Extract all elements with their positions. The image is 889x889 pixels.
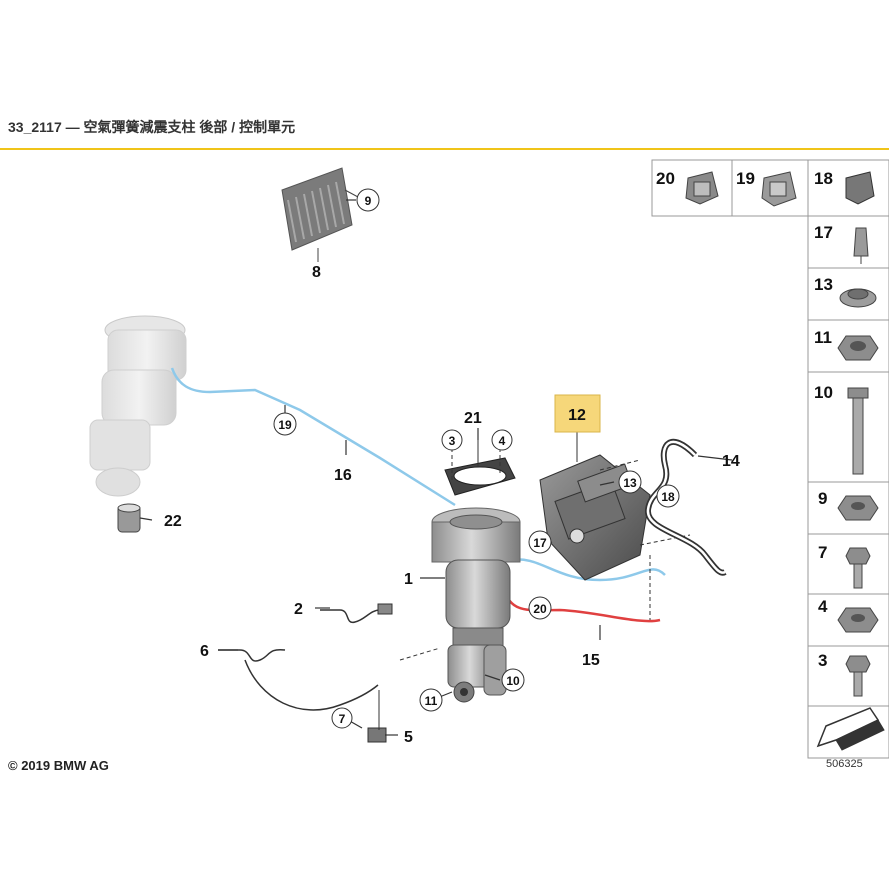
callout-5: 5 [404, 729, 413, 746]
bolt-3-icon [845, 655, 871, 697]
title-divider [0, 148, 889, 150]
nut-9-icon [837, 495, 879, 521]
panel-label-3: 3 [818, 651, 827, 670]
air-strut-1 [431, 507, 521, 703]
svg-text:1: 1 [404, 571, 413, 588]
gasket-21 [444, 440, 516, 496]
callout-2: 2 [294, 601, 303, 618]
svg-text:19: 19 [278, 418, 292, 432]
direction-arrow-icon [816, 707, 885, 751]
callout-18: 18 [656, 484, 680, 508]
callout-16: 16 [334, 467, 352, 484]
svg-text:4: 4 [499, 434, 506, 448]
air-line-17 [509, 558, 666, 582]
air-line-red-15 [503, 589, 661, 623]
svg-text:8: 8 [312, 264, 321, 281]
svg-text:6: 6 [200, 643, 209, 660]
panel-label-9: 9 [818, 489, 827, 508]
panel-label-13: 13 [814, 275, 833, 294]
callout-20: 20 [528, 596, 552, 620]
bushing-22 [117, 503, 141, 533]
panel-label-10: 10 [814, 383, 833, 402]
air-supply-unit-12 [539, 432, 691, 620]
panel-label-20: 20 [656, 169, 675, 188]
sensor-2-plug [377, 603, 393, 615]
svg-text:10: 10 [506, 674, 520, 688]
svg-text:7: 7 [339, 712, 346, 726]
callout-6: 6 [200, 643, 209, 660]
panel-label-4: 4 [818, 597, 828, 616]
svg-text:9: 9 [365, 194, 372, 208]
parts-panel [651, 159, 889, 759]
callout-7: 7 [331, 707, 353, 729]
svg-text:22: 22 [164, 513, 182, 530]
callout-9: 9 [356, 188, 380, 212]
sensor-line-5 [244, 659, 379, 711]
callout-17: 17 [528, 530, 552, 554]
panel-label-19: 19 [736, 169, 755, 188]
svg-text:13: 13 [623, 476, 637, 490]
sensor-line-6 [218, 648, 286, 662]
callout-12: 12 [554, 394, 601, 433]
air-line-16 [170, 367, 456, 507]
bolt-10-icon [847, 387, 869, 475]
nut-11-icon [837, 335, 879, 361]
callout-1: 1 [404, 571, 413, 588]
callout-14: 14 [722, 453, 740, 470]
callout-13: 13 [618, 470, 642, 494]
panel-label-18: 18 [814, 169, 833, 188]
control-module-8 [281, 167, 359, 262]
hose-14 [645, 439, 727, 576]
svg-text:3: 3 [449, 434, 456, 448]
copyright-text: © 2019 BMW AG [8, 758, 109, 773]
leader-lines [139, 199, 733, 736]
drawing-number: 506325 [826, 758, 863, 770]
callout-3: 3 [441, 429, 463, 451]
svg-text:21: 21 [464, 410, 482, 427]
svg-text:16: 16 [334, 467, 352, 484]
svg-text:12: 12 [568, 407, 586, 424]
nut-4-icon [837, 607, 879, 633]
hose-14-inner [646, 440, 726, 574]
diagram-title: 33_2117 — 空氣彈簧減震支柱 後部 / 控制單元 [8, 119, 296, 135]
panel-label-11: 11 [814, 328, 832, 347]
callout-21: 21 [464, 410, 482, 427]
svg-text:20: 20 [533, 602, 547, 616]
panel-label-17: 17 [814, 223, 833, 242]
clip-18-icon [845, 171, 875, 205]
clip-17-icon [853, 227, 869, 264]
callout-10: 10 [501, 668, 525, 692]
clip-19-icon [761, 171, 797, 207]
nut-13-icon [839, 288, 877, 308]
callout-15: 15 [582, 652, 600, 669]
ghost-air-strut-left [89, 315, 187, 497]
svg-text:14: 14 [722, 453, 740, 470]
svg-text:15: 15 [582, 652, 600, 669]
panel-label-7: 7 [818, 543, 827, 562]
clip-20-icon [685, 171, 719, 205]
callout-4: 4 [491, 429, 513, 451]
svg-text:5: 5 [404, 729, 413, 746]
sensor-5-body [367, 727, 387, 743]
svg-text:17: 17 [533, 536, 547, 550]
bolt-7-icon [845, 547, 871, 589]
callout-19: 19 [273, 412, 297, 436]
svg-text:2: 2 [294, 601, 303, 618]
svg-text:11: 11 [425, 694, 438, 708]
callout-22: 22 [164, 513, 182, 530]
callout-8: 8 [312, 264, 321, 281]
svg-text:18: 18 [661, 490, 675, 504]
callout-11: 11 [419, 688, 443, 712]
sensor-line-2 [320, 609, 390, 624]
